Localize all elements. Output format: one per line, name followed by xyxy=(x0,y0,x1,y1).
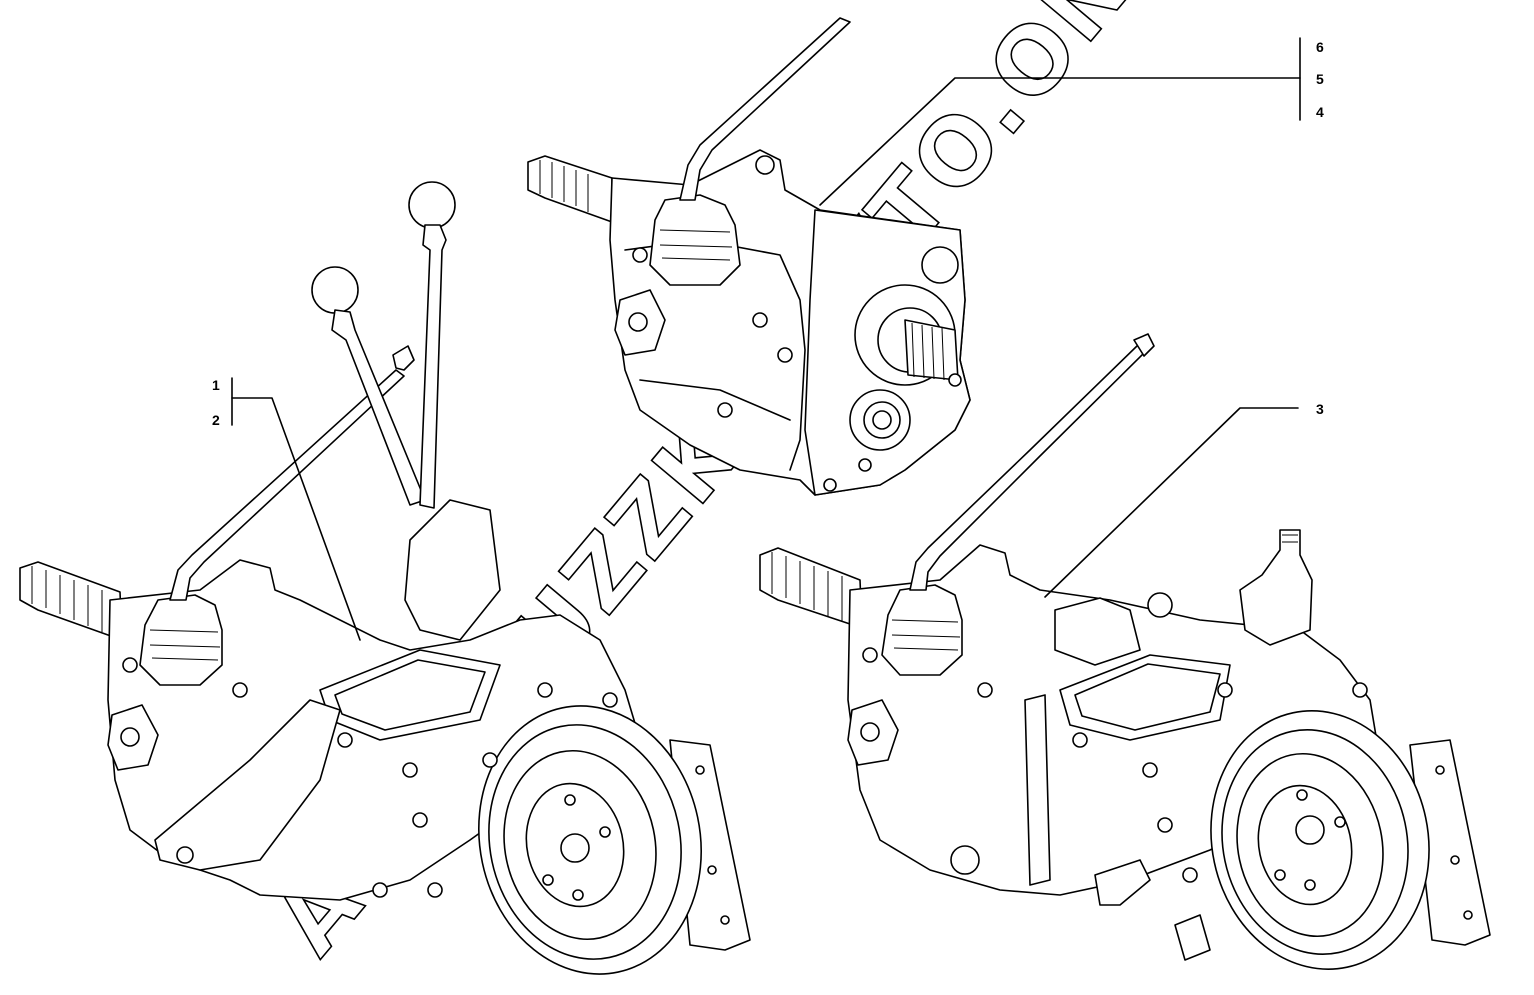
callout-1: 1 xyxy=(212,377,220,393)
callout-labels: 6 5 4 3 1 2 xyxy=(212,39,1324,428)
callout-5: 5 xyxy=(1316,71,1324,87)
callout-4: 4 xyxy=(1316,104,1324,120)
gearbox-left xyxy=(19,181,751,975)
gearbox-right xyxy=(759,333,1491,970)
callout-2: 2 xyxy=(212,412,220,428)
callout-6: 6 xyxy=(1316,39,1324,55)
leader-lines xyxy=(231,37,1301,641)
gearbox-top xyxy=(527,17,971,496)
callout-3: 3 xyxy=(1316,401,1324,417)
